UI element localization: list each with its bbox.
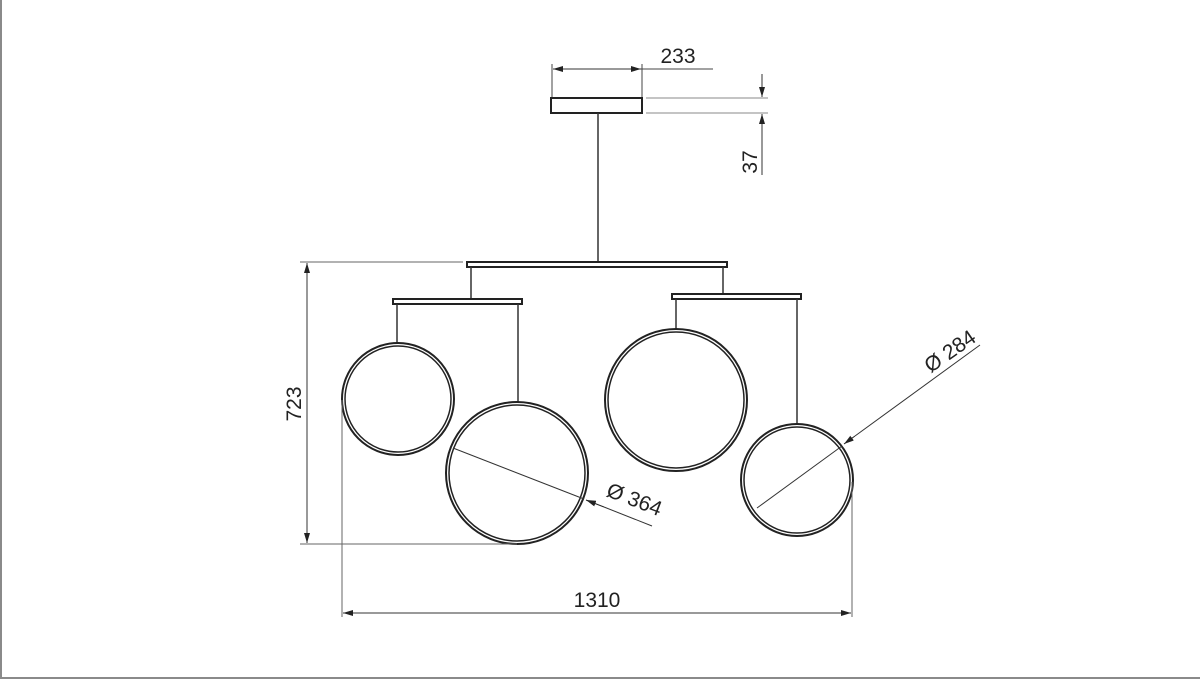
canopy-width-label: 233 bbox=[660, 45, 695, 68]
canopy-height-label: 37 bbox=[739, 150, 762, 173]
dimension-small-ring-diameter: Ø 284 bbox=[756, 326, 981, 509]
ring-3 bbox=[604, 328, 748, 472]
large-ring-diameter-label: Ø 364 bbox=[603, 479, 665, 521]
total-width-label: 1310 bbox=[574, 589, 621, 612]
ceiling-canopy bbox=[550, 97, 643, 263]
left-sub-bar bbox=[392, 298, 523, 402]
frame-border-bottom bbox=[0, 677, 1200, 679]
main-crossbar bbox=[466, 261, 728, 299]
dimension-total-height: 723 bbox=[283, 261, 517, 545]
dimension-canopy-width: 233 bbox=[551, 45, 713, 97]
dimension-total-width: 1310 bbox=[341, 400, 853, 617]
dimension-canopy-height: 37 bbox=[646, 74, 768, 175]
ring-4 bbox=[740, 423, 854, 537]
total-height-label: 723 bbox=[283, 386, 306, 421]
ring-1 bbox=[341, 342, 455, 456]
right-sub-bar bbox=[671, 293, 802, 424]
dimension-large-ring-diameter: Ø 364 bbox=[452, 447, 665, 527]
frame-border-left bbox=[0, 0, 2, 679]
